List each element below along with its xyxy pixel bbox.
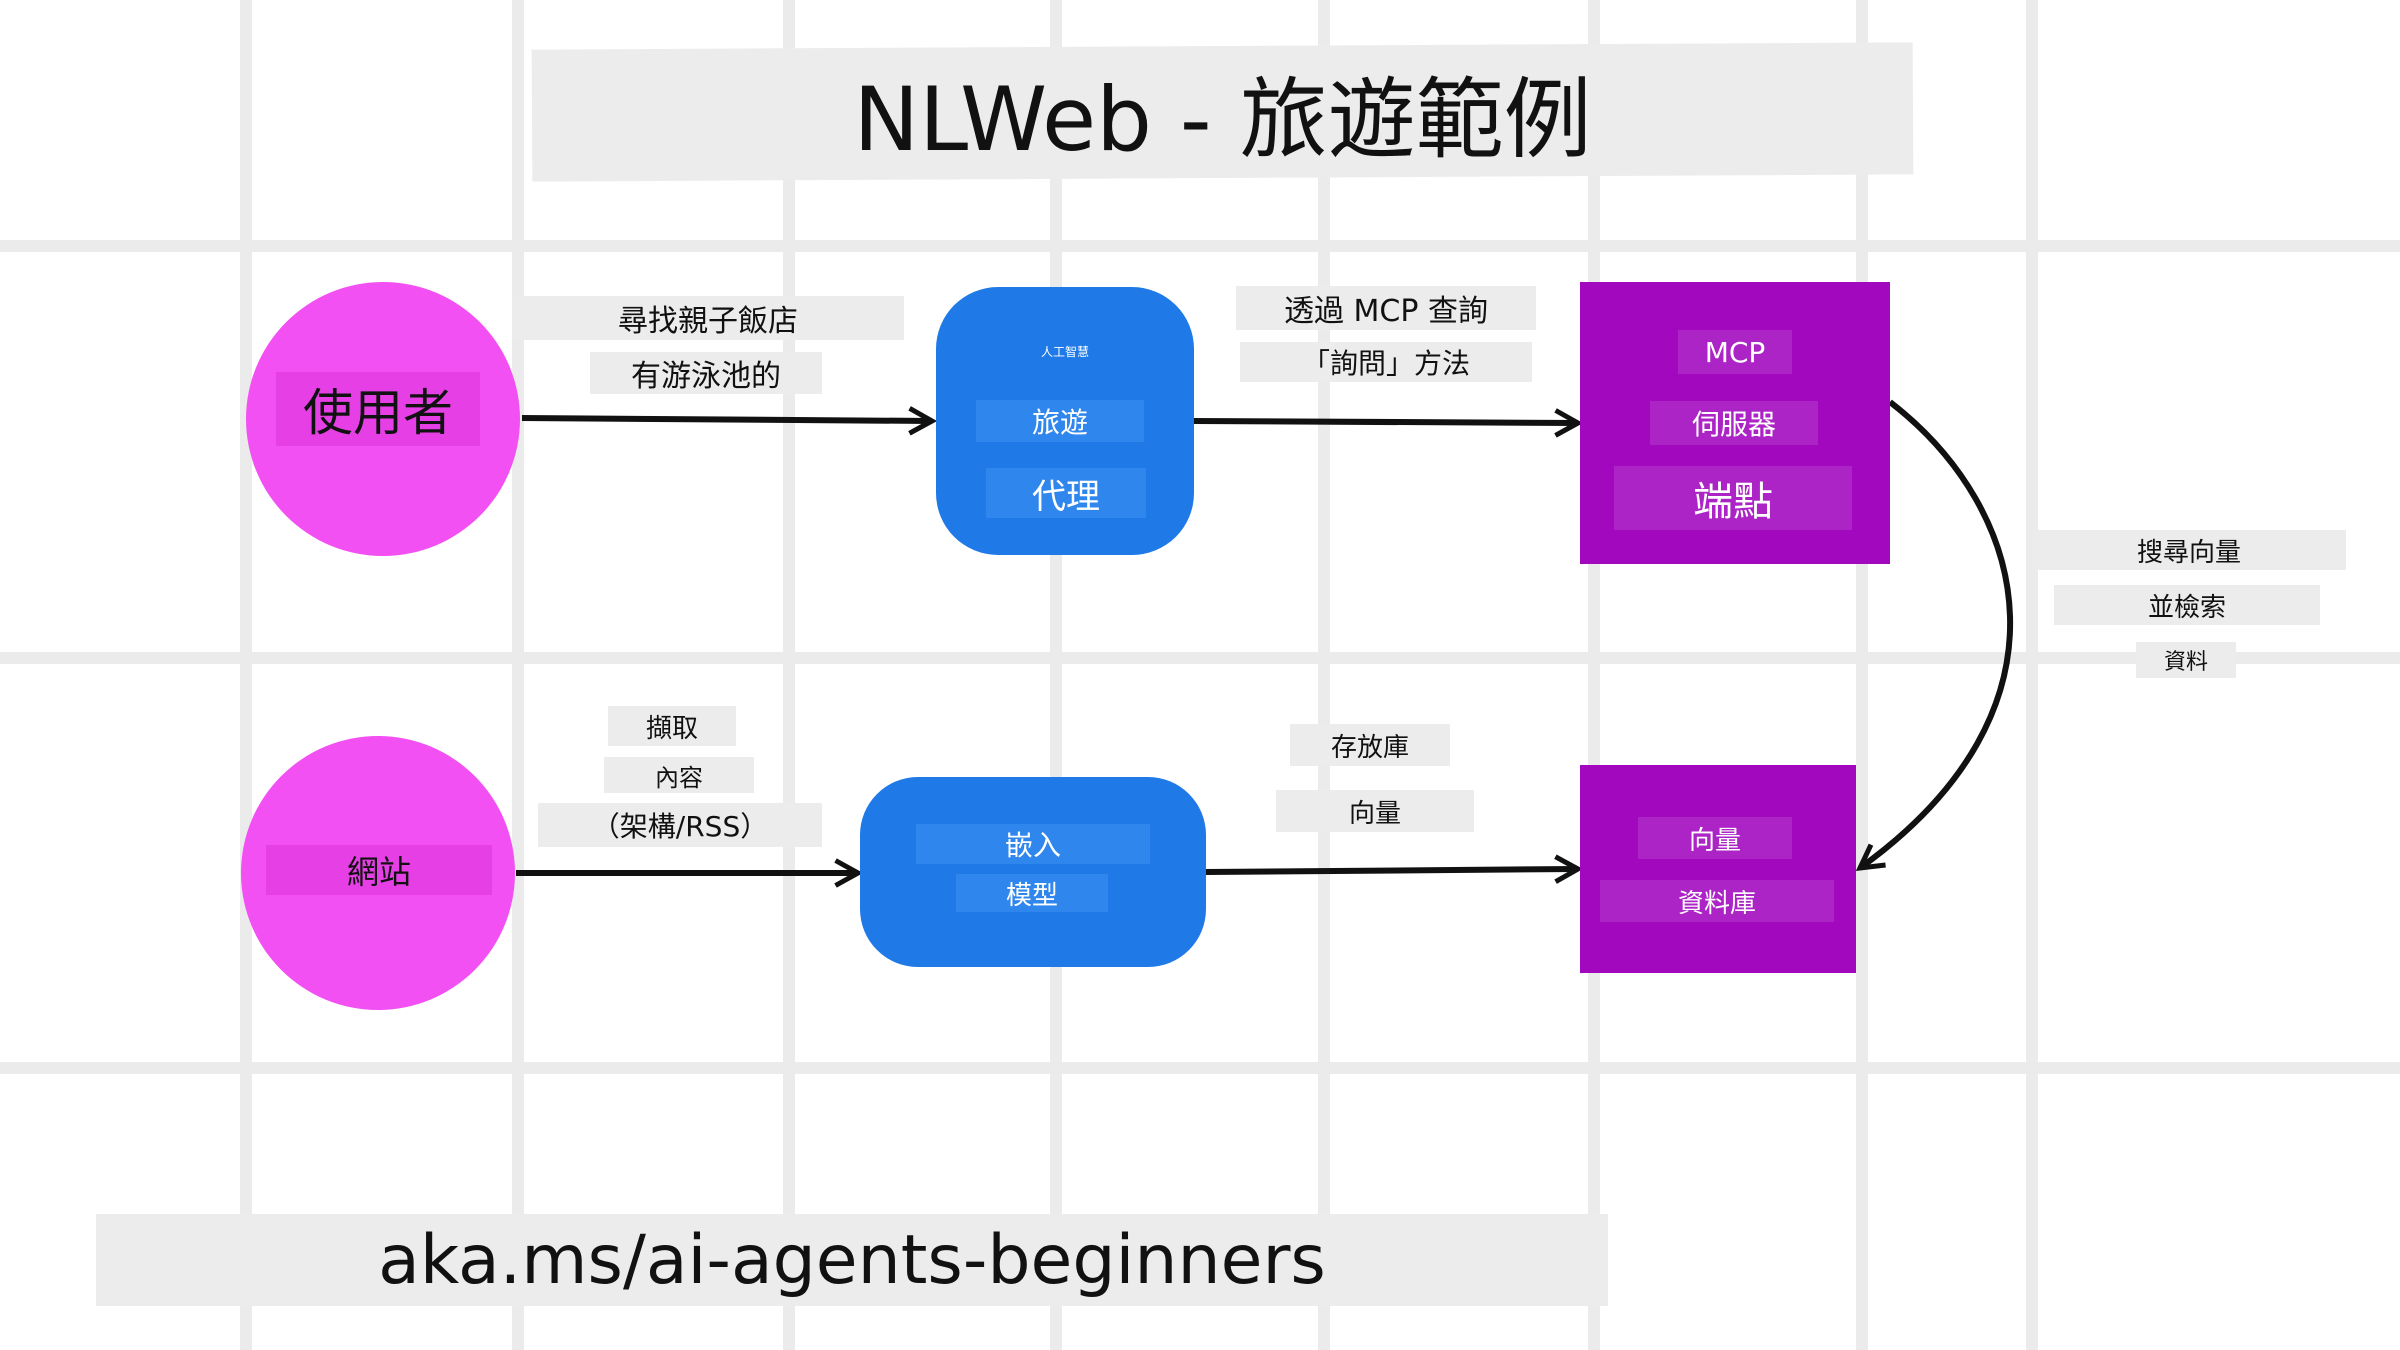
edge-label-mcp-vector-3: 資料 — [2136, 642, 2236, 678]
edge-label-user-agent-2: 有游泳池的 — [590, 352, 822, 394]
edge-label-mcp-vector-1: 搜尋向量 — [2032, 530, 2346, 570]
vector-db-line1: 向量 — [1638, 817, 1792, 859]
vector-db-node — [1580, 765, 1856, 973]
embedding-model-line2: 模型 — [956, 874, 1108, 912]
vector-db-line2: 資料庫 — [1600, 880, 1834, 922]
ai-small-label: 人工智慧 — [1040, 344, 1089, 359]
arrow-embed-to-vector — [1205, 869, 1578, 872]
page-title: NLWeb - 旅遊範例 — [853, 67, 1592, 171]
embedding-model-line1: 嵌入 — [916, 824, 1150, 864]
footer-background — [96, 1214, 1608, 1306]
user-label: 使用者 — [276, 372, 480, 446]
footer-link[interactable]: aka.ms/ai-agents-beginners — [378, 1220, 1326, 1300]
edge-label-website-embed-3: （架構/RSS） — [538, 803, 822, 847]
embedding-model-node — [860, 777, 1206, 967]
edge-label-agent-mcp-1: 透過 MCP 查詢 — [1236, 286, 1536, 330]
grid-line — [2026, 0, 2038, 1350]
travel-agent-line1: 旅遊 — [976, 400, 1144, 442]
arrow-agent-to-mcp — [1193, 421, 1578, 423]
grid-line — [0, 652, 2400, 664]
mcp-server-line1: MCP — [1678, 330, 1792, 374]
edge-label-agent-mcp-2: 「詢問」方法 — [1240, 342, 1532, 382]
edge-label-website-embed-1: 擷取 — [608, 706, 736, 746]
edge-label-embed-vector-2: 向量 — [1276, 790, 1474, 832]
grid-line — [240, 0, 252, 1350]
grid-line — [0, 240, 2400, 252]
grid-line — [1318, 0, 1330, 1350]
mcp-server-line2: 伺服器 — [1650, 401, 1818, 445]
edge-label-website-embed-2: 內容 — [604, 757, 754, 793]
website-label: 網站 — [266, 845, 492, 895]
arrow-mcp-to-vector — [1860, 399, 2013, 868]
mcp-server-line3: 端點 — [1614, 466, 1852, 530]
travel-agent-line2: 代理 — [986, 468, 1146, 518]
edge-label-embed-vector-1: 存放庫 — [1290, 724, 1450, 766]
edge-label-user-agent-1: 尋找親子飯店 — [512, 296, 904, 340]
edge-label-mcp-vector-2: 並檢索 — [2054, 585, 2320, 625]
grid-line — [0, 1062, 2400, 1074]
arrow-user-to-agent — [521, 418, 932, 421]
